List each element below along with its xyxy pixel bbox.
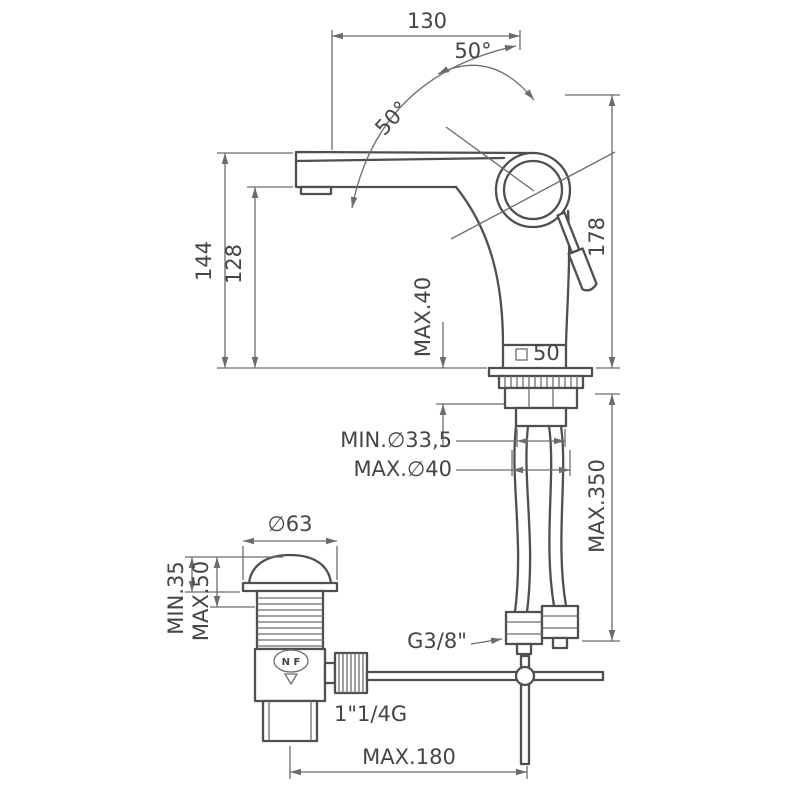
dim-hole-max-label: MAX.∅40 bbox=[353, 457, 452, 481]
vertical-rod bbox=[519, 654, 531, 766]
dim-height-128-label: 128 bbox=[222, 244, 246, 284]
nf-mark-triangle bbox=[283, 673, 299, 686]
waste-cap-dome bbox=[247, 553, 333, 585]
supply-thread-label: G3/8" bbox=[407, 629, 467, 653]
tailpiece bbox=[261, 699, 319, 743]
aerator bbox=[299, 185, 333, 196]
swing-arc-top bbox=[437, 64, 535, 101]
connector-nut bbox=[540, 604, 580, 640]
dim-max180-lines bbox=[289, 746, 528, 779]
connector-stub bbox=[551, 636, 569, 650]
nf-mark-oval bbox=[273, 649, 309, 673]
dim-d63-lines bbox=[242, 540, 338, 580]
locknut-facets bbox=[528, 388, 554, 408]
shank bbox=[514, 406, 568, 428]
dim-hole-min-label: MIN.∅33,5 bbox=[340, 428, 452, 452]
dim-height-144-label: 144 bbox=[192, 241, 216, 281]
rod-collar bbox=[323, 661, 337, 685]
dim-hole-max-lines bbox=[456, 450, 571, 476]
dim-spout-reach-label: 130 bbox=[407, 9, 447, 33]
gasket-hatch bbox=[504, 376, 578, 388]
waste-threaded-body bbox=[255, 589, 325, 651]
tailpiece-edges bbox=[268, 701, 312, 741]
dim-deck-thickness-label: MAX.40 bbox=[411, 277, 435, 357]
connector-bands bbox=[506, 615, 578, 635]
dim-144-lines bbox=[217, 152, 487, 369]
waste-assembly: N F bbox=[241, 553, 369, 743]
handle-reference-lines bbox=[445, 126, 616, 240]
dim-128-lines bbox=[247, 186, 293, 368]
deck-flange bbox=[487, 366, 594, 378]
dim-base-square-label: 50 bbox=[533, 341, 560, 365]
mounting-hardware bbox=[487, 366, 594, 428]
dim-hose-length-label: MAX.350 bbox=[585, 459, 609, 553]
pop-up-rods bbox=[365, 654, 605, 766]
rod-ball-joint bbox=[514, 665, 536, 687]
faucet-body bbox=[294, 150, 598, 370]
dim-rod-reach-label: MAX.180 bbox=[362, 745, 456, 769]
dim-hole-min-lines bbox=[456, 429, 566, 447]
annotations: 130 50° 50° 178 144 128 MAX.40 50 MIN.∅3… bbox=[164, 9, 620, 779]
dim-total-height-label: 178 bbox=[585, 217, 609, 257]
handle-cap-inner bbox=[502, 159, 564, 221]
spout bbox=[294, 150, 535, 189]
connector-nut bbox=[504, 610, 544, 646]
angle-side-label: 50° bbox=[370, 96, 413, 140]
waste-threads bbox=[257, 597, 323, 647]
connector-stub bbox=[515, 642, 533, 656]
swing-arc-side bbox=[351, 45, 517, 209]
dim-178-lines bbox=[565, 94, 620, 369]
horizontal-rod bbox=[365, 670, 605, 682]
body-curves bbox=[454, 185, 571, 370]
dim-waste-min-label: MIN.35 bbox=[164, 561, 188, 634]
dim-waste-cap-diameter-label: ∅63 bbox=[267, 512, 312, 536]
knurl-hatch bbox=[338, 653, 364, 693]
dim-130-lines bbox=[331, 30, 521, 150]
locknut bbox=[503, 386, 579, 410]
handle-lever bbox=[556, 211, 598, 292]
supply-connectors bbox=[504, 604, 580, 656]
dim-waste-max-label: MAX.50 bbox=[189, 561, 213, 641]
supply-hoses bbox=[513, 424, 568, 614]
waste-cap-flange bbox=[241, 581, 339, 593]
square-symbol bbox=[515, 348, 528, 361]
nf-mark-label: N F bbox=[282, 657, 301, 668]
dim-max350-lines bbox=[582, 393, 620, 642]
waste-thread-label: 1"1/4G bbox=[334, 702, 407, 726]
angle-top-label: 50° bbox=[454, 39, 491, 63]
dim-waste-height-lines bbox=[185, 556, 283, 608]
